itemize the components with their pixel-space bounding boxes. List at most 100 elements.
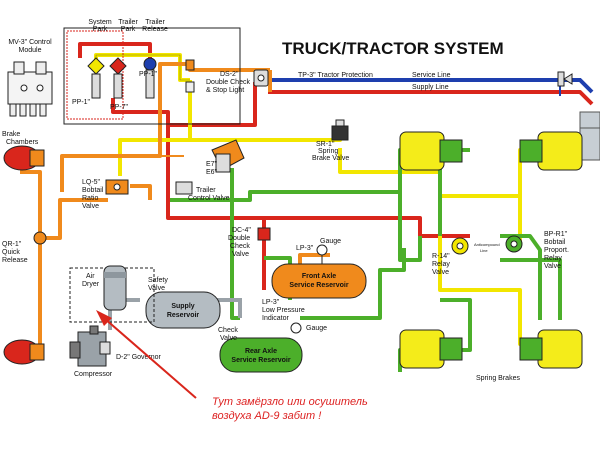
trailer-park-label-2: Park [121, 26, 136, 33]
trailer-cv-label: Trailer [196, 187, 216, 194]
lp3-top-label: LP-3" [296, 245, 314, 252]
qr1-label: QR-1" [2, 241, 22, 248]
lq5-label: LQ-5" [82, 179, 101, 186]
lq5-label-4: Valve [82, 203, 99, 210]
safety-valve-label-2: Valve [148, 285, 165, 292]
ds2-double-check-valve[interactable] [185, 59, 195, 93]
air-dryer[interactable] [103, 265, 127, 311]
supply-line-label: Supply Line [412, 84, 449, 91]
front-gauge [316, 244, 328, 264]
rear-chamber-4[interactable] [519, 329, 583, 369]
annotation-arrow [96, 310, 197, 399]
check-valve-label: Check [218, 327, 238, 334]
r14-label-3: Valve [432, 269, 449, 276]
bpr1-label: BP-R1" [544, 231, 568, 238]
supply-res-label-2: Reservoir [167, 312, 200, 319]
trailer-cv-label-2: Control Valve [188, 195, 230, 202]
air-dryer-label-2: Dryer [82, 281, 100, 288]
system-park-label-2: Park [93, 26, 108, 33]
compressor-label: Compressor [74, 371, 113, 378]
control-module-frame [63, 27, 241, 125]
mv3-control-module[interactable] [7, 61, 53, 117]
trailer-tank-edge [579, 111, 600, 161]
front-res-label-2: Service Reservoir [289, 282, 348, 289]
tp3-label: TP-3" Tractor Protection [298, 72, 373, 79]
rear-chamber-3[interactable] [399, 329, 463, 369]
mv3-label-2: Module [19, 47, 42, 54]
bpr1-label-4: Relay [544, 255, 562, 262]
dc4-label-4: Valve [232, 251, 249, 258]
qr1-label-2: Quick [2, 249, 20, 256]
qr1-label-3: Release [2, 257, 28, 264]
system-park-knob[interactable] [87, 57, 105, 99]
sr1-label-2: Spring [318, 148, 338, 155]
d2-governor[interactable] [99, 341, 111, 355]
dc4-label: DC-4" [232, 227, 251, 234]
brake-chambers-label: Brake [2, 131, 20, 138]
spring-brakes-label: Spring Brakes [476, 375, 520, 382]
rear-res-label-2: Service Reservoir [231, 357, 290, 364]
trailer-control-valve[interactable] [175, 181, 193, 195]
rear-res-label: Rear Axle [245, 348, 277, 355]
sr1-label: SR-1" [316, 141, 335, 148]
system-park-label: System [88, 19, 112, 26]
trailer-release-label-2: Release [142, 26, 168, 33]
air-dryer-label: Air [86, 273, 95, 280]
front-axle-service-reservoir[interactable] [271, 263, 367, 299]
qr1-quick-release-valve[interactable] [33, 231, 47, 245]
rear-axle-service-reservoir[interactable] [219, 337, 303, 373]
trailer-park-knob[interactable] [109, 57, 127, 99]
rear-chamber-2[interactable] [519, 131, 583, 171]
sr1-spring-brake-valve[interactable] [331, 119, 349, 141]
r14-label-2: Relay [432, 261, 450, 268]
gauge-top-label: Gauge [320, 238, 341, 245]
glad-hand-connector[interactable] [557, 71, 573, 87]
lq5-label-2: Bobtail [82, 187, 104, 194]
bpr1-proport-relay-valve[interactable] [505, 235, 523, 253]
annotation-line-2: воздуха AD-9 забит ! [212, 410, 321, 422]
bpr1-label-5: Valve [544, 263, 561, 270]
rear-chamber-1[interactable] [399, 131, 463, 171]
service-line-label: Service Line [412, 72, 451, 79]
lq5-bobtail-ratio-valve[interactable] [105, 179, 129, 195]
bpr1-label-3: Proport. [544, 247, 569, 254]
trailer-release-knob[interactable] [143, 57, 157, 99]
mv3-label: MV-3" Control [8, 39, 52, 46]
check-valve-label-2: Valve [220, 335, 237, 342]
pp1-frame [66, 30, 124, 120]
sr1-label-3: Brake Valve [312, 155, 349, 162]
page-title: TRUCK/TRACTOR SYSTEM [282, 39, 504, 58]
gauge-mid-label: Gauge [306, 325, 327, 332]
lq5-label-3: Ratio [82, 195, 98, 202]
r14-label: R-14" [432, 253, 450, 260]
bpr1-label-2: Bobtail [544, 239, 566, 246]
tp3-tractor-protection-valve[interactable] [253, 69, 269, 87]
anticompound-label: Anticompound [474, 242, 500, 247]
annotation-line-1: Тут замёрзло или осушитель [212, 396, 368, 408]
e6-label: E6" [206, 169, 218, 176]
brake-chambers-label-2: Chambers [6, 139, 39, 146]
rear-gauge [290, 322, 302, 334]
front-brake-chamber-bottom[interactable] [3, 339, 45, 365]
supply-res-label: Supply [171, 303, 194, 310]
pp1-top-label: PP-1" [139, 71, 158, 78]
supply-reservoir[interactable] [145, 291, 221, 329]
front-brake-chamber-top[interactable] [3, 145, 45, 171]
anticompound-label-2: Line [480, 248, 488, 253]
dc4-label-3: Check [230, 243, 250, 250]
pp7-label: PP-7" [110, 104, 129, 111]
ds2-label-3: & Stop Light [206, 87, 244, 94]
dc4-double-check-valve[interactable] [257, 227, 271, 241]
d2-governor-label: D-2" Governor [116, 354, 162, 361]
ds2-label: DS-2" [220, 71, 239, 78]
dc4-label-2: Double [228, 235, 250, 242]
r14-relay-valve[interactable] [451, 237, 469, 255]
supply-lines-red [78, 42, 594, 290]
lp3-mid-label-3: Indicator [262, 315, 290, 322]
pp1-left-label: PP-1" [72, 99, 91, 106]
lp3-mid-label-2: Low Pressure [262, 307, 305, 314]
e7-e6-foot-brake-valve[interactable] [211, 139, 245, 173]
ds2-label-2: Double Check [206, 79, 250, 86]
